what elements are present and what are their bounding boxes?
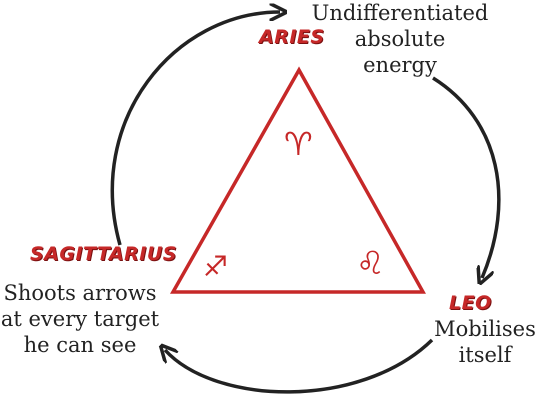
aries-symbol-icon: ♈ [284,125,313,163]
leo-symbol-icon: ♌ [356,244,385,282]
leo-description-line: Mobilises [434,317,536,341]
arrow-sagittarius-to-aries-icon [110,12,280,246]
sagittarius-description-line: he can see [23,333,137,357]
sagittarius-description: Shoots arrows at every target he can see [0,280,160,358]
leo-description-line: itself [458,343,512,367]
aries-description-line: energy [363,53,437,77]
leo-label: LEO [449,292,492,314]
sagittarius-description-line: at every target [0,307,160,331]
aries-description-line: Undifferentiated [311,1,489,25]
sagittarius-description-line: Shoots arrows [3,281,157,305]
aries-label: ARIES [259,26,325,48]
aries-description: Undifferentiated absolute energy [305,0,495,78]
arrow-leo-to-sagittarius-icon [165,338,434,394]
arrow-aries-to-leo-icon [432,76,501,278]
sagittarius-symbol-icon: ♐ [203,250,229,283]
aries-description-line: absolute [354,27,446,51]
leo-description: Mobilises itself [430,316,540,368]
fire-triangle [169,66,426,294]
sagittarius-label: SAGITTARIUS [30,243,177,265]
